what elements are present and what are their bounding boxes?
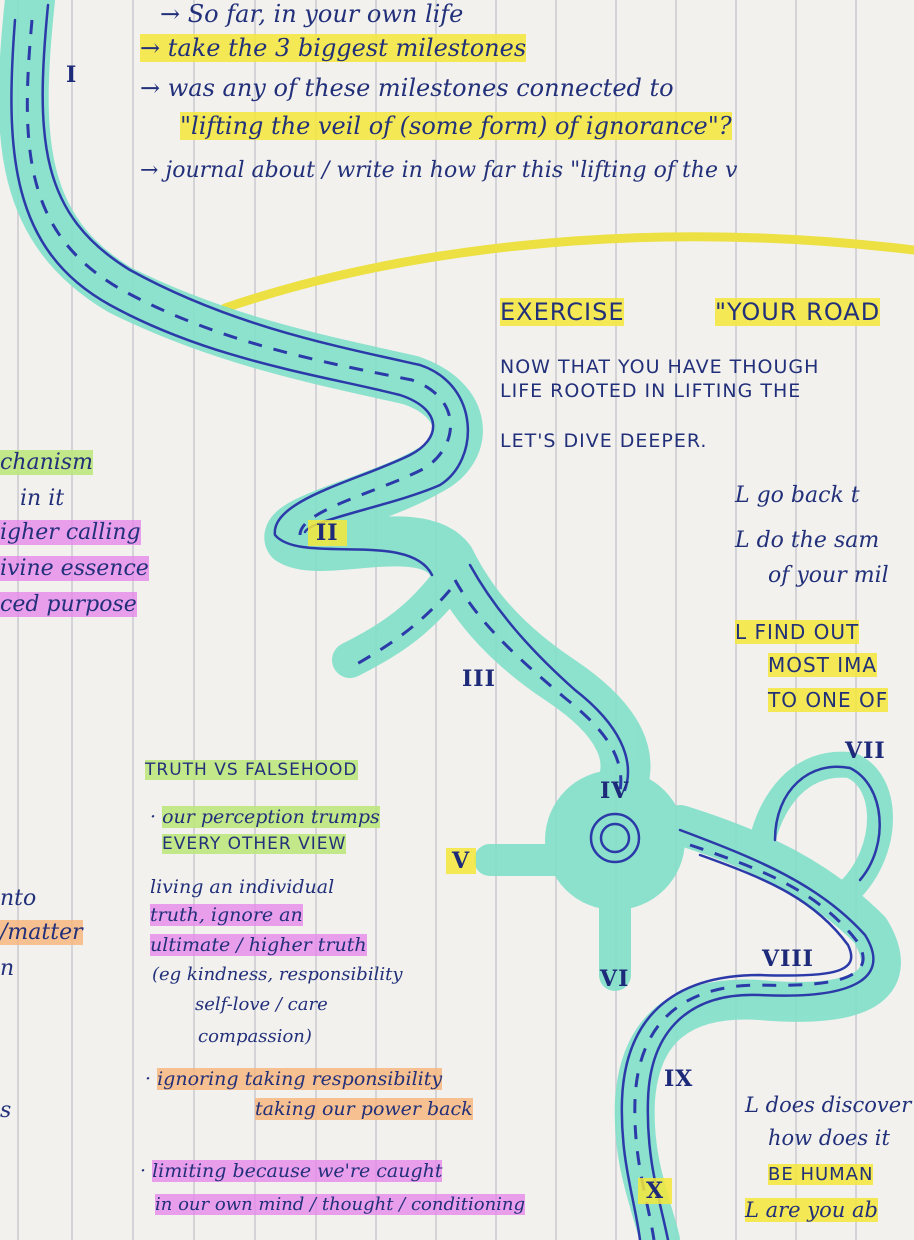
prompt-line-4: "lifting the veil of (some form) of igno… [180,114,732,138]
exercise-sub-3c-text: TO ONE OF [768,688,888,712]
exercise-line-2: LIFE ROOTED IN LIFTING THE [500,382,801,401]
milestone-10: X [638,1178,672,1204]
exercise-line-3: LET'S DIVE DEEPER. [500,432,707,451]
truth-b2a: living an individual [150,878,334,897]
left-note-4: ivine essence [0,558,149,580]
left-note-1: chanism [0,452,93,474]
truth-b3b-text: taking our power back [255,1098,473,1120]
prompt-line-2-text: → take the 3 biggest milestones [140,34,526,62]
truth-b1a: · our perception trumps [150,808,380,827]
prompt-line-1: → So far, in your own life [160,2,463,26]
truth-b3b: taking our power back [255,1100,473,1119]
br-note-3: BE HUMAN [768,1166,873,1184]
milestone-9: IX [664,1066,693,1092]
br-note-3-text: BE HUMAN [768,1164,873,1185]
milestone-1: I [66,62,77,88]
truth-b2c-text: ultimate / higher truth [150,934,367,956]
exercise-road: "YOUR ROAD [715,300,880,324]
truth-b2b: truth, ignore an [150,906,303,925]
truth-b2e: self-love / care [195,996,328,1014]
truth-b2d: (eg kindness, responsibility [152,966,403,984]
left-note-5: ced purpose [0,594,137,616]
left-note-4-text: ivine essence [0,556,149,581]
prompt-line-5: → journal about / write in how far this … [140,160,737,182]
left-note-1-text: chanism [0,450,93,475]
milestone-4: IV [600,778,629,804]
truth-title: TRUTH VS FALSEHOOD [145,762,358,779]
milestone-3: III [462,666,496,692]
left-note-7-text: /matter [0,920,83,945]
truth-title-text: TRUTH VS FALSEHOOD [145,760,358,780]
left-note-3-text: igher calling [0,520,141,545]
exercise-sub-3c: TO ONE OF [768,690,888,710]
truth-b4b: in our own mind / thought / conditioning [155,1196,525,1214]
left-note-6: nto [0,888,36,910]
exercise-title: EXERCISE [500,300,624,324]
exercise-sub-2a: L do the sam [735,530,879,552]
br-note-1: L does discover [745,1095,911,1116]
exercise-sub-3b-text: MOST IMA [768,653,877,677]
truth-b2c: ultimate / higher truth [150,936,367,955]
left-note-5-text: ced purpose [0,592,137,617]
exercise-sub-3a: L FIND OUT [735,622,859,642]
exercise-sub-3a-text: L FIND OUT [735,620,859,644]
milestone-8: VIII [762,946,814,972]
prompt-line-4-text: "lifting the veil of (some form) of igno… [180,112,732,140]
exercise-road-text: "YOUR ROAD [715,298,880,326]
milestone-5: V [446,848,476,874]
br-note-4: L are you ab [745,1200,878,1221]
left-note-7: /matter [0,922,83,944]
truth-b4a: · limiting because we're caught [140,1162,442,1181]
truth-b3a: · ignoring taking responsibility [145,1070,442,1089]
left-note-2: in it [20,488,64,510]
truth-b4b-text: in our own mind / thought / conditioning [155,1194,525,1215]
truth-b1b: EVERY OTHER VIEW [162,836,346,853]
prompt-line-3: → was any of these milestones connected … [140,76,674,100]
milestone-7: VII [845,738,886,764]
truth-b1a-text: our perception trumps [162,806,380,828]
truth-b4a-text: limiting because we're caught [152,1160,442,1182]
br-note-2: how does it [768,1128,890,1149]
truth-b2b-text: truth, ignore an [150,904,303,926]
left-note-9: s [0,1100,11,1122]
exercise-sub-1: L go back t [735,485,860,507]
milestone-6: VI [600,966,629,992]
exercise-sub-2b: of your mil [768,565,889,587]
truth-b3a-text: ignoring taking responsibility [157,1068,442,1090]
exercise-line-1: NOW THAT YOU HAVE THOUGH [500,358,819,377]
left-note-3: igher calling [0,522,141,544]
truth-b2f: compassion) [198,1028,312,1046]
milestone-2: II [308,520,347,546]
exercise-sub-3b: MOST IMA [768,655,877,675]
exercise-title-text: EXERCISE [500,298,624,326]
prompt-line-2: → take the 3 biggest milestones [140,36,526,60]
truth-b1b-text: EVERY OTHER VIEW [162,834,346,854]
left-note-8: n [0,958,14,980]
br-note-4-text: L are you ab [745,1198,878,1222]
